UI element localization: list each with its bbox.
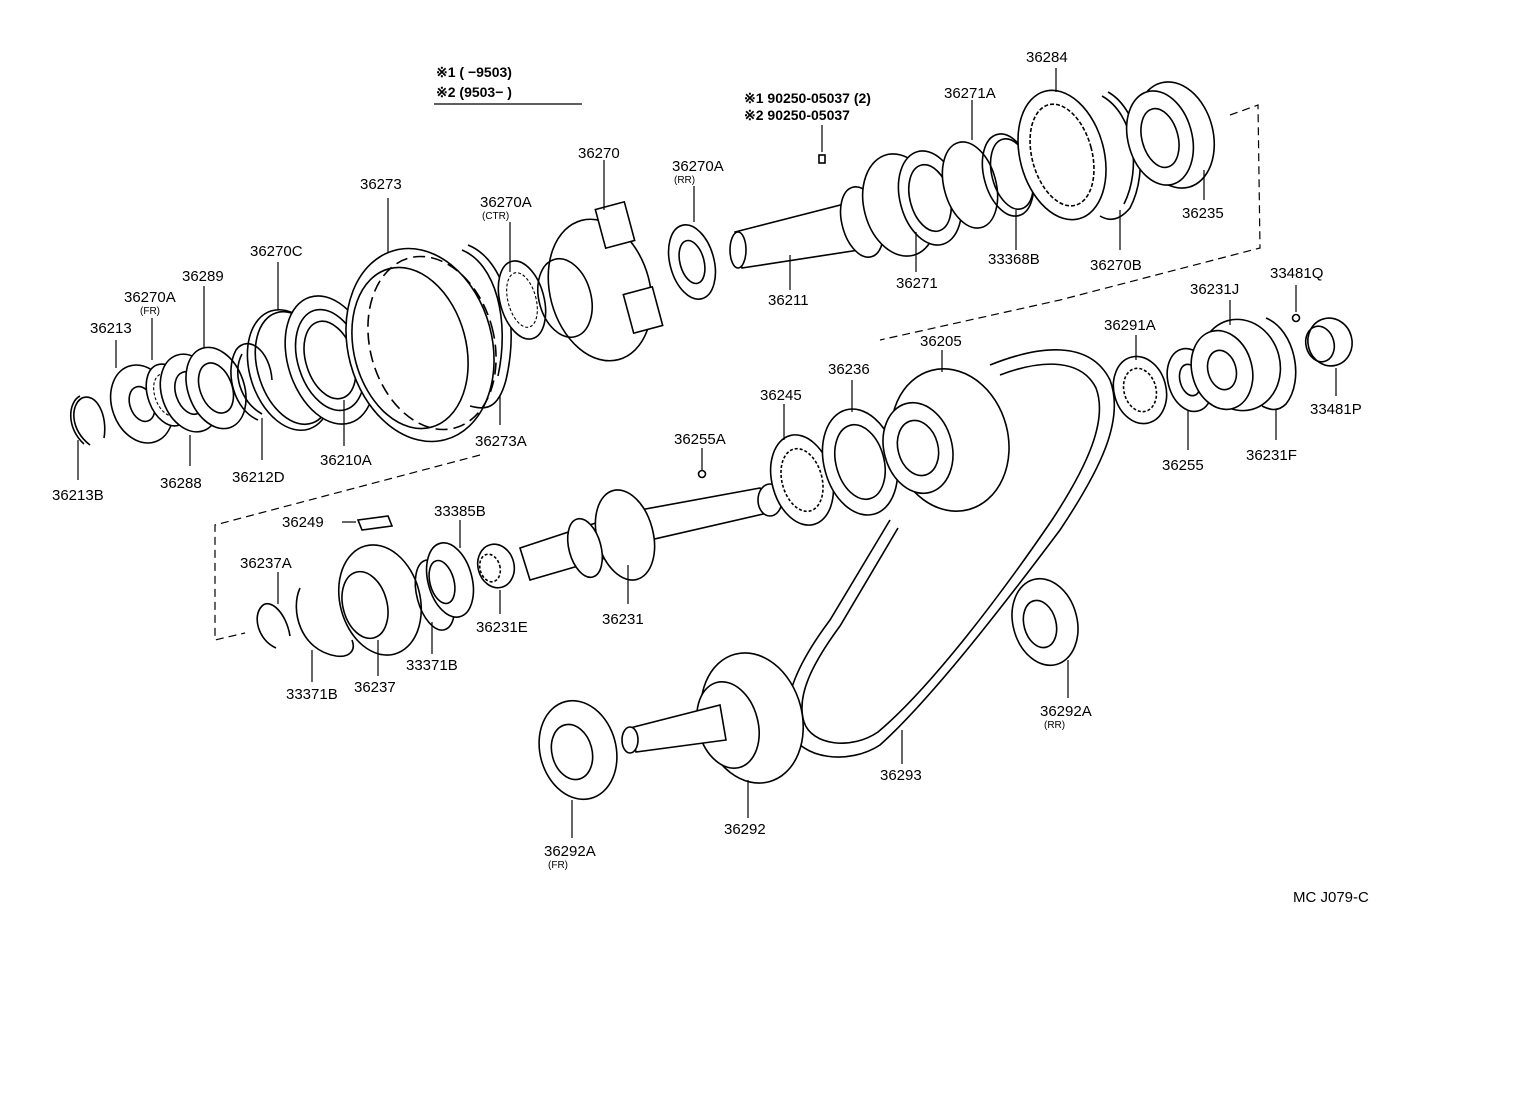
label-36210A: 36210A — [320, 452, 372, 469]
label-36270A-fr: 36270A — [124, 289, 176, 306]
part-36270A-rr-washer — [667, 186, 717, 300]
label-36292: 36292 — [724, 821, 766, 838]
label-36273: 36273 — [360, 176, 402, 193]
part-36245-ring — [769, 404, 835, 526]
label-36284: 36284 — [1026, 49, 1068, 66]
label-33481Q: 33481Q — [1270, 265, 1323, 282]
label-36255: 36255 — [1162, 457, 1204, 474]
label-36270A-fr-sub: (FR) — [140, 306, 160, 317]
part-36237-gear — [337, 544, 423, 676]
label-36289: 36289 — [182, 268, 224, 285]
label-36231F: 36231F — [1246, 447, 1297, 464]
label-36270A-rr: 36270A — [672, 158, 724, 175]
part-36235-bearing — [1125, 81, 1216, 200]
label-36270A-ctr: 36270A — [480, 194, 532, 211]
bolt-note-2: ※2 90250-05037 — [744, 107, 850, 123]
label-36292A-fr-sub: (FR) — [548, 860, 568, 871]
label-36235: 36235 — [1182, 205, 1224, 222]
date-range-note: ※1 ( −9503) ※2 (9503− ) — [434, 64, 582, 105]
part-36292-sprocket — [621, 652, 805, 818]
part-36291A-needle-bearing — [1112, 335, 1168, 425]
label-36271A: 36271A — [944, 85, 996, 102]
label-36237A: 36237A — [240, 555, 292, 572]
part-36271A-ring — [941, 100, 999, 229]
label-36292A-rr-sub: (RR) — [1044, 720, 1065, 731]
label-36270C: 36270C — [250, 243, 303, 260]
label-36211: 36211 — [768, 292, 809, 309]
part-36255A-plug — [697, 448, 707, 479]
assembly-guide-lines — [214, 104, 1261, 641]
label-36292A-fr: 36292A — [544, 843, 596, 860]
label-36205: 36205 — [920, 333, 962, 350]
label-36288: 36288 — [160, 475, 202, 492]
part-36231-output-shaft — [519, 483, 783, 604]
part-33481Q-plug — [1291, 285, 1301, 323]
range-note-2: ※2 (9503− ) — [436, 84, 512, 100]
part-labels: 36213B 36213 36270A (FR) 36289 36288 362… — [52, 49, 1362, 871]
part-36231J-bearing — [1190, 300, 1282, 412]
label-36236: 36236 — [828, 361, 870, 378]
part-36212D-snap-ring — [230, 343, 273, 460]
label-36237: 36237 — [354, 679, 396, 696]
label-33371B-left: 33371B — [286, 686, 338, 703]
label-36271: 36271 — [896, 275, 938, 292]
part-36237A-snap-ring — [256, 572, 291, 649]
label-33371B-right: 33371B — [406, 657, 458, 674]
part-36292A-fr-bearing — [538, 699, 618, 838]
label-36213: 36213 — [90, 320, 132, 337]
part-36284-sleeve — [1017, 68, 1107, 221]
part-36270A-ctr-bearing — [497, 222, 547, 340]
label-36245: 36245 — [760, 387, 802, 404]
label-36270: 36270 — [578, 145, 620, 162]
label-36231E: 36231E — [476, 619, 528, 636]
label-36212D: 36212D — [232, 469, 285, 486]
label-36273A: 36273A — [475, 433, 527, 450]
range-note-1: ※1 ( −9503) — [436, 64, 512, 80]
part-33385B-seal — [425, 520, 475, 618]
label-36231J: 36231J — [1190, 281, 1239, 298]
label-36270A-rr-sub: (RR) — [674, 175, 695, 186]
label-36213B: 36213B — [52, 487, 104, 504]
part-36231E-bearing — [476, 543, 516, 614]
bolt-note: ※1 90250-05037 (2) ※2 90250-05037 — [744, 90, 871, 164]
label-36293: 36293 — [880, 767, 922, 784]
label-33481P: 33481P — [1310, 401, 1362, 418]
part-36270-planet-carrier — [537, 160, 664, 362]
part-36205-sprocket — [882, 350, 1010, 512]
part-33371B-ring — [295, 587, 354, 682]
label-36255A: 36255A — [674, 431, 726, 448]
part-36273-ring-gear — [345, 198, 497, 443]
label-33385B: 33385B — [434, 503, 486, 520]
part-36249-key — [342, 515, 394, 531]
part-36213B-snap-ring — [69, 395, 106, 480]
label-36292A-rr: 36292A — [1040, 703, 1092, 720]
label-33368B: 33368B — [988, 251, 1040, 268]
label-36270A-ctr-sub: (CTR) — [482, 211, 509, 222]
part-36231F-snap-ring — [1261, 317, 1297, 440]
part-36273A-snap-ring — [461, 244, 512, 425]
label-36231: 36231 — [602, 611, 644, 628]
label-36270B: 36270B — [1090, 257, 1142, 274]
part-33481P-seal — [1304, 317, 1353, 396]
label-36291A: 36291A — [1104, 317, 1156, 334]
diagram-code: MC J079-C — [1293, 889, 1369, 906]
label-36249: 36249 — [282, 514, 324, 531]
bolt-note-1: ※1 90250-05037 (2) — [744, 90, 871, 106]
part-36292A-rr-bearing — [1011, 577, 1079, 698]
